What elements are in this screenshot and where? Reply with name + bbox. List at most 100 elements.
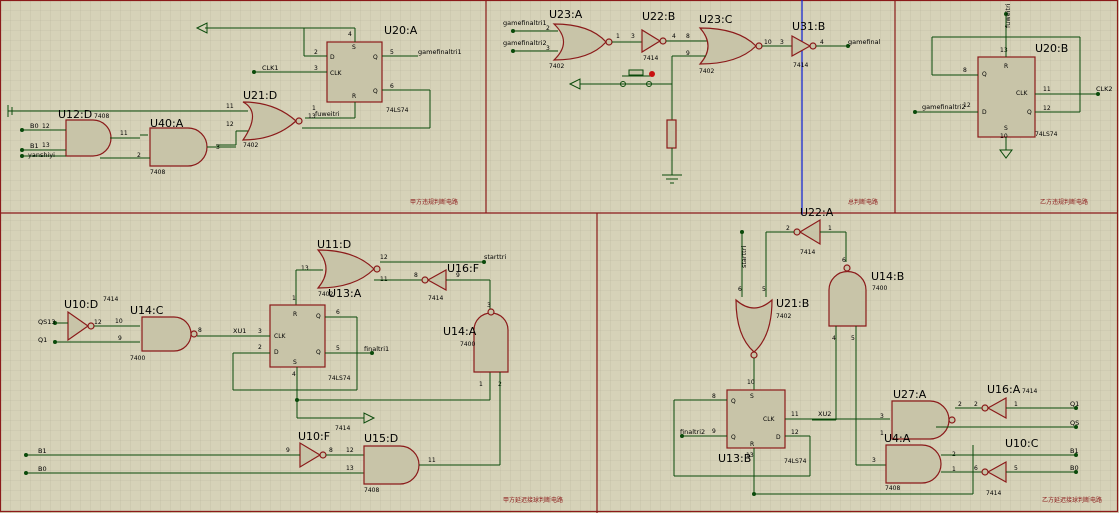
u21b-ref: U21:B — [776, 297, 809, 310]
u40a-ref: U40:A — [150, 117, 184, 130]
svg-text:1: 1 — [952, 466, 956, 473]
pin-label: D — [982, 109, 987, 116]
u12d-and-gate[interactable] — [65, 119, 112, 157]
svg-text:3: 3 — [880, 413, 884, 420]
total-circuit: U23:A 7402 231 gamefinaltri1 gamefinaltr… — [503, 8, 881, 184]
u20a-ref: U20:A — [384, 24, 418, 37]
u40a-and-gate[interactable] — [149, 127, 208, 167]
svg-text:4: 4 — [820, 39, 824, 46]
button-indicator-icon — [649, 71, 655, 77]
arrow-left-icon — [568, 78, 581, 90]
u13a-type: 74LS74 — [328, 375, 351, 382]
net-starttri-b: starttri — [740, 246, 748, 268]
svg-text:6: 6 — [974, 465, 978, 472]
u31b-ref: U31:B — [792, 20, 825, 33]
svg-text:10: 10 — [1000, 133, 1008, 140]
svg-text:10: 10 — [115, 318, 123, 325]
u27a-ref: U27:A — [893, 388, 927, 401]
u21b-nor-gate[interactable] — [735, 298, 773, 353]
u15d-and-gate[interactable] — [363, 445, 420, 485]
pin-label: S — [352, 44, 356, 51]
u14b-ref: U14:B — [871, 270, 904, 283]
svg-text:8: 8 — [686, 33, 690, 40]
svg-text:3: 3 — [872, 457, 876, 464]
pin-label: Q — [373, 88, 378, 95]
svg-text:3: 3 — [631, 33, 635, 40]
net-gamefinaltri1-b: gamefinaltri1 — [503, 19, 547, 27]
u11d-ref: U11:D — [317, 238, 351, 251]
svg-text:6: 6 — [390, 83, 394, 90]
svg-text:4: 4 — [832, 335, 836, 342]
section-label-b-return: 乙方延迟接球判断电路 — [1042, 496, 1102, 504]
svg-text:1: 1 — [479, 381, 483, 388]
u4a-ref: U4:A — [884, 432, 911, 445]
svg-text:4: 4 — [672, 33, 676, 40]
svg-text:1: 1 — [1014, 401, 1018, 408]
svg-text:9: 9 — [686, 50, 690, 57]
net-qs13: QS13 — [38, 318, 56, 326]
u20a-type: 74LS74 — [386, 107, 409, 114]
svg-text:2: 2 — [137, 152, 141, 159]
u21d-nor-gate[interactable] — [241, 101, 297, 141]
pin-label: R — [750, 441, 754, 448]
net-clk1: CLK1 — [262, 64, 279, 72]
svg-text:5: 5 — [336, 345, 340, 352]
pin-label: R — [1004, 63, 1008, 70]
u4a-and-gate[interactable] — [885, 444, 942, 484]
push-button[interactable] — [628, 69, 644, 76]
net-b1-b: B1 — [38, 447, 47, 455]
svg-text:3: 3 — [314, 65, 318, 72]
u23c-nor-gate[interactable] — [698, 27, 757, 65]
u22b-inverter[interactable] — [641, 28, 662, 54]
net-gamefinaltri1: gamefinaltri1 — [418, 48, 462, 56]
u14b-nand-gate[interactable] — [828, 270, 867, 327]
svg-text:2: 2 — [314, 49, 318, 56]
svg-text:6: 6 — [738, 286, 742, 293]
svg-text:3: 3 — [546, 45, 550, 52]
u13a-flipflop[interactable] — [269, 304, 326, 368]
svg-text:4: 4 — [292, 371, 296, 378]
u13a-ref: U13:A — [328, 287, 362, 300]
svg-text:12: 12 — [1043, 105, 1051, 112]
pin-label: D — [330, 54, 335, 61]
u40a-type: 7408 — [150, 169, 165, 176]
svg-text:13: 13 — [346, 465, 354, 472]
u31b-inverter[interactable] — [791, 34, 812, 58]
svg-text:5: 5 — [390, 49, 394, 56]
resistor — [666, 119, 677, 149]
svg-text:9: 9 — [118, 335, 122, 342]
net-yanshiyi: yanshiyi — [28, 151, 55, 159]
svg-text:12: 12 — [963, 102, 971, 109]
svg-text:4: 4 — [348, 31, 352, 38]
u23a-type: 7402 — [549, 63, 564, 70]
pin-label: D — [776, 434, 781, 441]
section-label-total: 总判断电路 — [848, 198, 878, 206]
u14c-type: 7400 — [130, 355, 145, 362]
pin-label: Q — [373, 54, 378, 61]
svg-text:3: 3 — [487, 302, 491, 309]
net-fuweitri: fuweitri — [315, 110, 340, 118]
u10d-inverter[interactable] — [67, 310, 90, 342]
u13b-ref: U13:B — [718, 452, 751, 465]
section-label-b-violation: 乙方违规判断电路 — [1040, 198, 1088, 206]
u12d-type: 7408 — [94, 113, 109, 120]
u14b-type: 7400 — [872, 285, 887, 292]
net-b1: B1 — [30, 142, 39, 150]
u10d-type: 7414 — [103, 296, 118, 303]
svg-text:13: 13 — [301, 265, 309, 272]
u14a-nand-gate[interactable] — [473, 312, 509, 373]
svg-text:9: 9 — [456, 272, 460, 279]
u14c-nand-gate[interactable] — [141, 316, 192, 352]
u11d-nor-gate[interactable] — [316, 249, 375, 289]
pin-label: Q — [1027, 109, 1032, 116]
u23a-nor-gate[interactable] — [552, 23, 607, 61]
pin-label: CLK — [763, 416, 776, 423]
svg-text:9: 9 — [712, 428, 716, 435]
svg-text:2: 2 — [258, 344, 262, 351]
pin-label: Q — [982, 71, 987, 78]
pin-label: R — [293, 311, 297, 318]
